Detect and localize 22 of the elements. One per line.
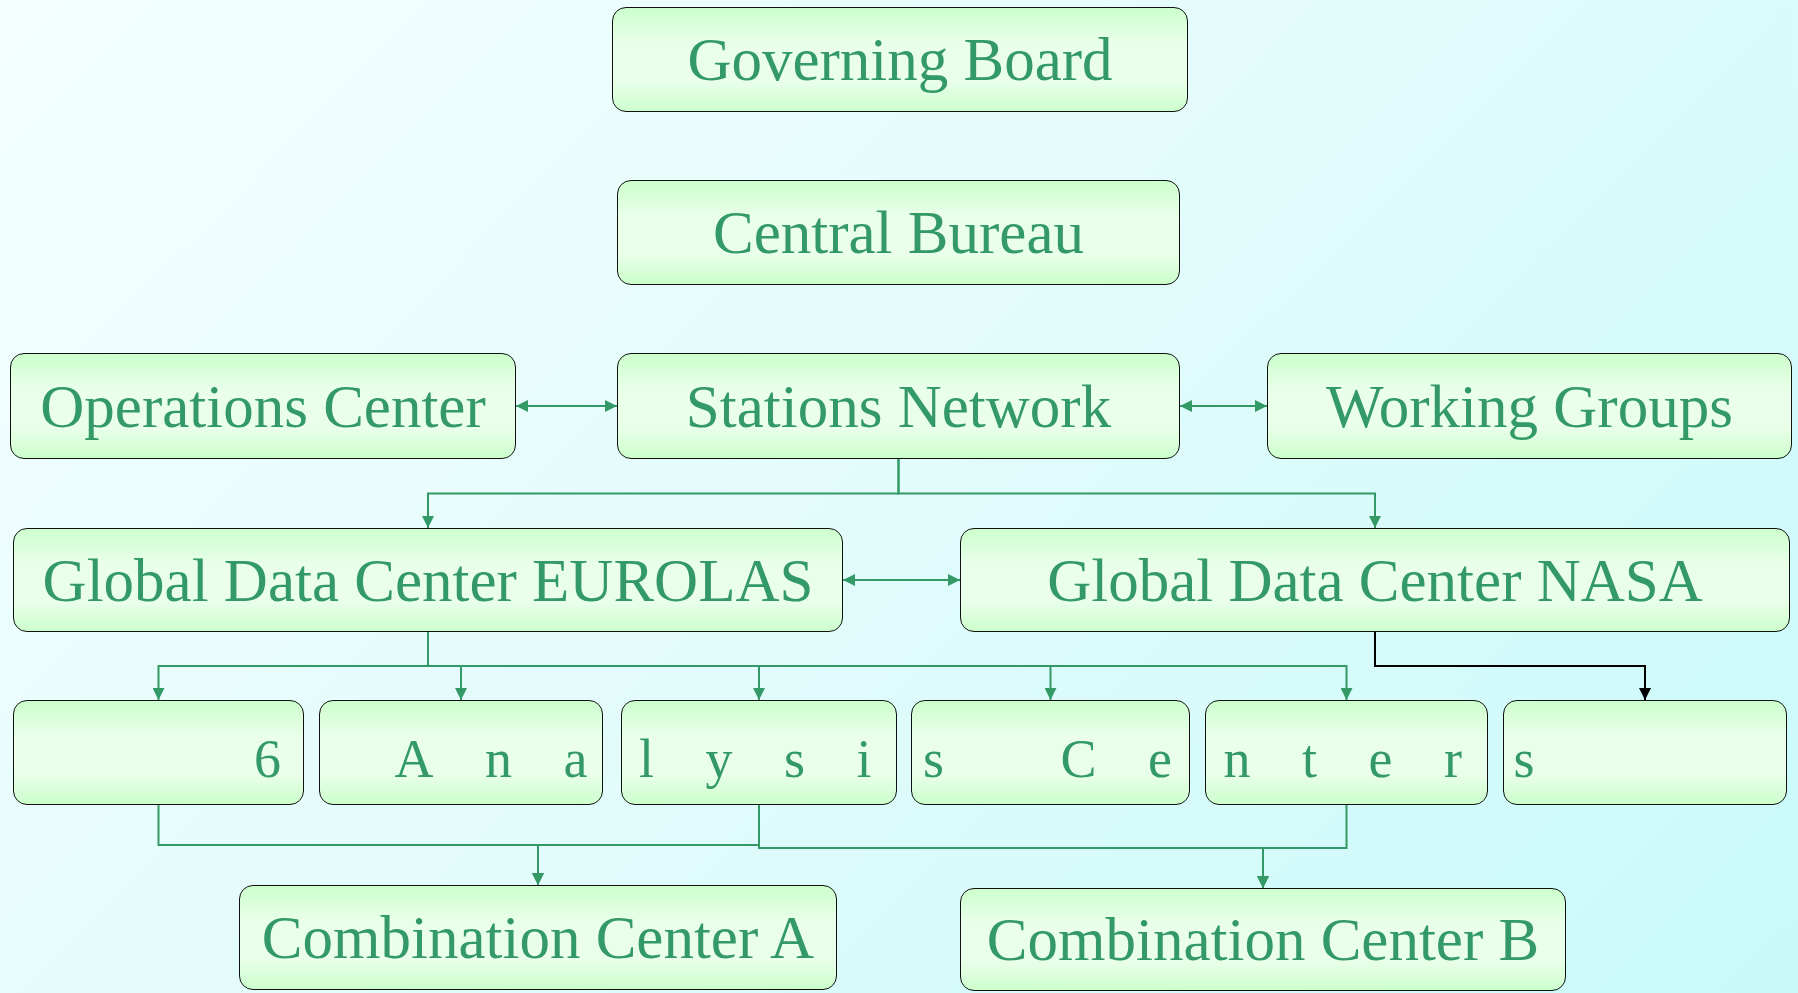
connector-arrow [515, 400, 618, 412]
box-label: Central Bureau [713, 202, 1084, 263]
process-box [1267, 353, 1792, 459]
process-box [617, 353, 1180, 459]
connector-arrow [1179, 400, 1268, 412]
box-label: Stations Network [685, 375, 1112, 437]
connector-arrow [897, 458, 1381, 529]
process-box [239, 885, 837, 990]
connector-arrow [1374, 631, 1651, 701]
process-box [13, 528, 843, 632]
connector-arrow [1257, 804, 1348, 889]
process-box [10, 353, 516, 459]
box-label: Combination Center B [986, 909, 1540, 970]
process-box [960, 888, 1566, 991]
process-box [612, 7, 1188, 112]
box-label: Global Data Center EUROLAS [42, 549, 814, 611]
box-label: Combination Center A [261, 907, 815, 968]
connector-arrow [842, 574, 961, 586]
empty-box [13, 700, 304, 805]
box-label: Global Data Center NASA [1047, 549, 1703, 611]
process-box [617, 180, 1180, 285]
process-box [960, 528, 1790, 632]
